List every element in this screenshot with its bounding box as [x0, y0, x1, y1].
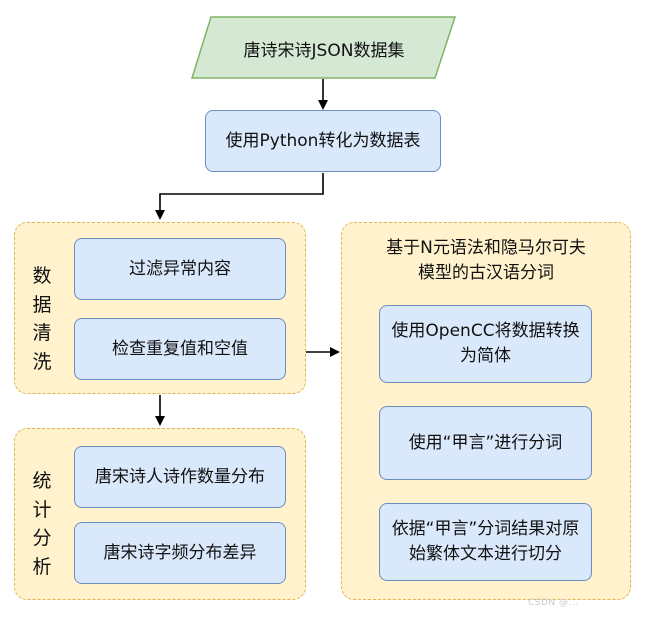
- data-cleaning-title: 数 据 清 洗: [28, 262, 56, 376]
- box-line: 使用OpenCC将数据转换: [391, 321, 580, 342]
- traditional-split-box: 依据“甲言”分词结果对原 始繁体文本进行切分: [379, 503, 592, 581]
- check-duplicates-box: 检查重复值和空值: [74, 318, 286, 380]
- segmentation-title: 基于N元语法和隐马尔可夫 模型的古汉语分词: [341, 236, 631, 285]
- box-line: 为简体: [460, 346, 511, 366]
- char-frequency-diff-box: 唐宋诗字频分布差异: [74, 522, 286, 584]
- statistical-analysis-title: 统 计 分 析: [28, 467, 56, 581]
- poet-count-distribution-box: 唐宋诗人诗作数量分布: [74, 446, 286, 508]
- title-char: 统: [32, 470, 52, 492]
- filter-abnormal-box: 过滤异常内容: [74, 238, 286, 300]
- title-char: 清: [32, 322, 52, 344]
- watermark: CSDN @...: [528, 598, 579, 608]
- jiayan-segment-box: 使用“甲言”进行分词: [379, 406, 592, 480]
- title-char: 据: [32, 293, 52, 316]
- box-line: 始繁体文本进行切分: [409, 544, 562, 564]
- box-line: 依据“甲言”分词结果对原: [391, 519, 580, 540]
- dataset-label: 唐诗宋诗JSON数据集: [243, 40, 405, 61]
- dataset-parallelogram: [190, 16, 457, 79]
- title-line: 基于N元语法和隐马尔可夫: [386, 238, 586, 258]
- title-char: 计: [32, 498, 52, 521]
- box-line: 使用“甲言”进行分词: [408, 432, 563, 453]
- opencc-convert-box: 使用OpenCC将数据转换 为简体: [379, 305, 592, 383]
- title-char: 析: [32, 555, 52, 578]
- convert-to-table-box: 使用Python转化为数据表: [205, 110, 441, 172]
- title-char: 数: [32, 265, 52, 287]
- title-char: 分: [32, 527, 52, 549]
- title-line: 模型的古汉语分词: [418, 262, 554, 283]
- title-char: 洗: [32, 350, 52, 373]
- arrow-convert-to-cleaning: [155, 173, 324, 220]
